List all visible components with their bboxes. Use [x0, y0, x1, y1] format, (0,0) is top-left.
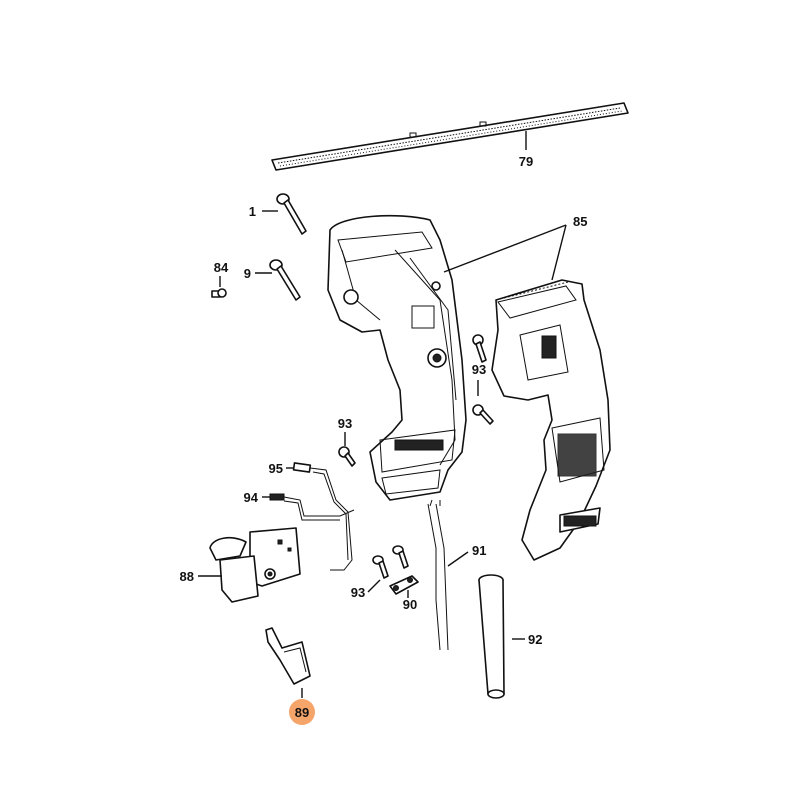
part-93-screw-bottom-left [372, 555, 389, 579]
part-85-housing-left [327, 214, 467, 501]
callout-85: 85 [573, 214, 587, 229]
part-93-screw-right-lower [472, 404, 494, 425]
callout-93-middle: 93 [338, 416, 352, 431]
part-89-bracket [265, 627, 311, 685]
part-93-screw-bottom-right [392, 545, 409, 569]
callout-95: 95 [269, 461, 283, 476]
part-88-switch [209, 527, 301, 603]
callout-79: 79 [519, 154, 533, 169]
callout-9: 9 [244, 266, 251, 281]
part-95-wire [292, 462, 353, 571]
part-84-small-screw [211, 288, 227, 298]
part-79-strip [271, 102, 629, 171]
part-9-screw [269, 259, 301, 301]
callout-1: 1 [249, 204, 256, 219]
callout-93-right: 93 [472, 362, 486, 377]
callout-94: 94 [244, 490, 259, 505]
callout-92: 92 [528, 632, 542, 647]
callout-91: 91 [472, 543, 486, 558]
part-1-screw [276, 193, 307, 235]
callout-90: 90 [403, 597, 417, 612]
part-91-cord [427, 499, 449, 651]
callout-89: 89 [295, 705, 309, 720]
part-93-screw-right-upper [472, 334, 487, 363]
part-85-housing-right [491, 279, 611, 561]
part-92-sleeve [478, 574, 505, 699]
part-93-screw-middle [338, 446, 356, 467]
part-94-wire [269, 493, 355, 521]
callout-93-bottom: 93 [351, 585, 365, 600]
callout-88: 88 [180, 569, 194, 584]
callout-84: 84 [214, 260, 229, 275]
part-90-clamp [389, 575, 419, 595]
highlight-circle-89 [289, 699, 315, 725]
